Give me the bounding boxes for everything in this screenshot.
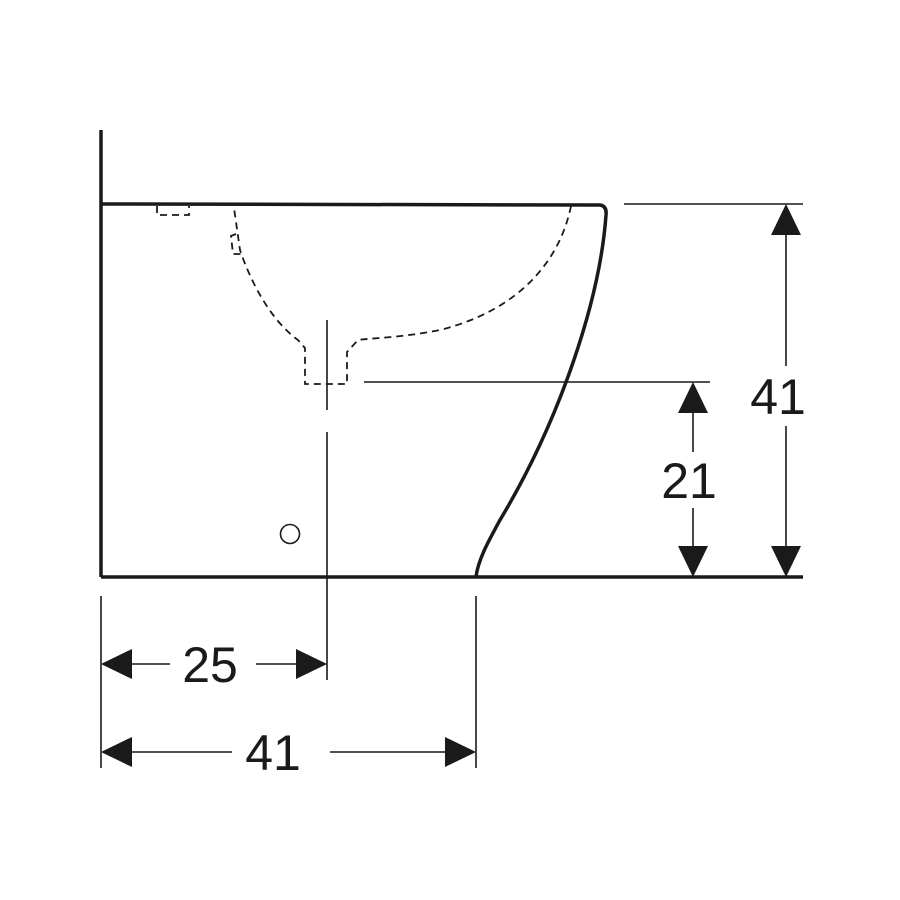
total-depth-label: 41 xyxy=(245,725,301,781)
arrow-down-icon xyxy=(678,546,708,577)
arrow-right-icon xyxy=(445,737,476,767)
total-height-label: 41 xyxy=(750,369,806,425)
arrow-down-icon xyxy=(771,546,801,577)
fixture-front-contour xyxy=(474,214,608,578)
arrow-left-icon xyxy=(101,737,132,767)
fixing-hole-icon xyxy=(279,523,301,545)
arrow-up-icon xyxy=(771,204,801,235)
outlet-from-wall-label: 25 xyxy=(182,637,238,693)
arrow-up-icon xyxy=(678,382,708,413)
outlet-height-label: 21 xyxy=(661,453,717,509)
dimension-total-depth: 41 xyxy=(101,725,476,781)
dimension-outlet-height: 21 xyxy=(661,382,717,577)
arrow-left-icon xyxy=(101,649,132,679)
fixture-top-rim xyxy=(100,202,608,216)
dimension-total-height: 41 xyxy=(750,204,806,577)
bowl-interior-hidden-line xyxy=(233,205,572,385)
arrow-right-icon xyxy=(296,649,327,679)
overflow-hidden-line xyxy=(230,233,241,255)
dimension-outlet-from-wall: 25 xyxy=(101,637,327,693)
tap-fitting-hidden-line xyxy=(156,206,190,216)
